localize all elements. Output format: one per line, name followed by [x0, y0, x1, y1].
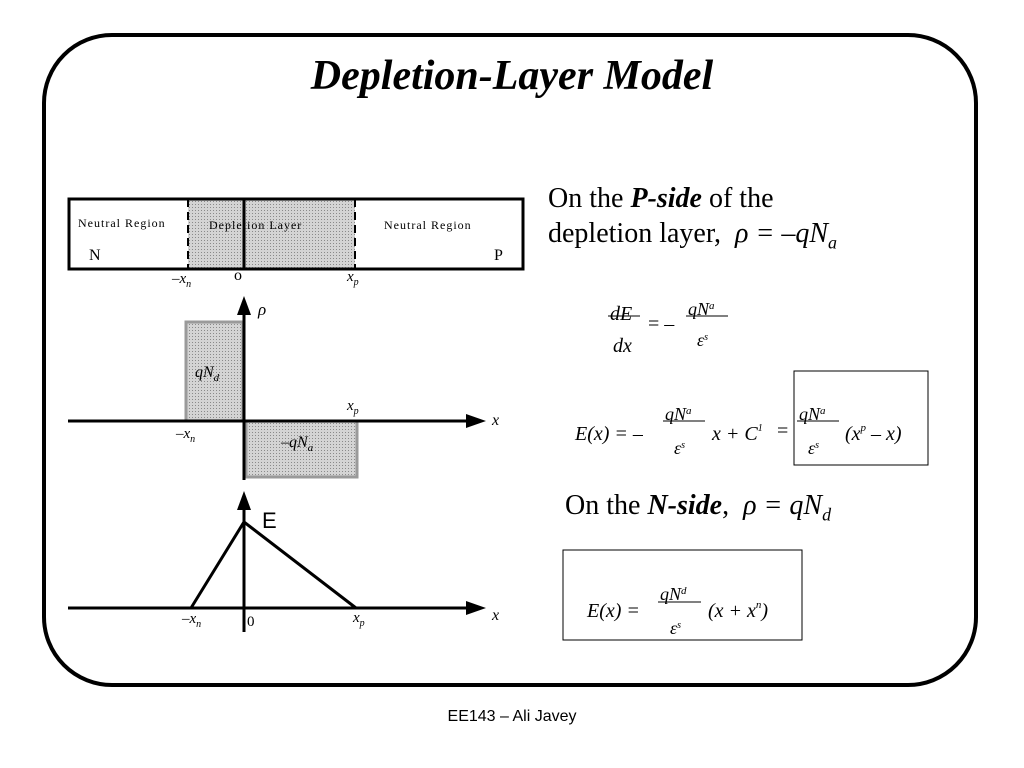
eq2-numerator: qNa [665, 404, 692, 424]
p-side-description: On the P-side of the depletion layer, ρ … [548, 183, 838, 253]
n-side-rho: ρ = qNd [743, 490, 832, 525]
field-zero: 0 [247, 614, 255, 630]
eq1-numerator: qNa [688, 299, 715, 319]
depletion-layer-shade [188, 199, 355, 269]
band-minus-xn: –xn [171, 271, 191, 290]
electric-field-plot: E x –xn 0 xp [68, 491, 499, 632]
rho-xp: xp [346, 398, 359, 417]
rho-minus-xn: –xn [175, 426, 195, 445]
eq2-box [793, 370, 929, 466]
eq2-equals: = [777, 420, 788, 442]
p-label: P [494, 247, 503, 264]
eq2-lhs: E(x) = – [574, 423, 644, 445]
eq2-denominator2: εs [808, 438, 819, 458]
eq3-numerator: qNd [660, 584, 687, 604]
eq3-box [562, 549, 803, 641]
qnd-label: qNd [195, 364, 220, 384]
field-profile [189, 519, 357, 610]
rho-x-arrow [466, 414, 486, 428]
equation-field-p-side: E(x) = – qNa εs x + C1 = qNa εs (xp – x) [574, 370, 929, 466]
slide-footer: EE143 – Ali Javey [447, 708, 577, 725]
n-side-emphasis: N-side [647, 490, 723, 521]
slide-frame [42, 33, 978, 687]
eq1-dx: dx [613, 335, 632, 357]
eq1-dE: dE [610, 303, 632, 325]
equation-field-n-side: E(x) = qNd εs (x + xn) [562, 549, 803, 641]
eq3-lhs: E(x) = [586, 600, 640, 622]
negative-charge-block [244, 419, 359, 479]
eq3-denominator: εs [670, 618, 681, 638]
band-xp: xp [346, 269, 359, 288]
field-x-label: x [491, 607, 499, 624]
rho-axis-label: ρ [257, 300, 266, 319]
eq1-equals: = – [648, 313, 675, 335]
eq2-numerator2: qNa [799, 404, 826, 424]
slide-title: Depletion-Layer Model [310, 53, 714, 99]
right-neutral-label: Neutral Region [384, 218, 472, 232]
band-origin: o [234, 267, 242, 284]
rho-x-label: x [491, 412, 499, 429]
rho-y-arrow [237, 296, 251, 315]
field-x-arrow [466, 601, 486, 615]
minus-qna-label: –qNa [280, 434, 314, 454]
field-axis-label: E [262, 508, 277, 533]
field-xp: xp [352, 610, 365, 629]
eq2-rhs: (xp – x) [845, 422, 902, 445]
n-label: N [89, 247, 101, 264]
left-neutral-label: Neutral Region [78, 216, 166, 230]
equation-field-gradient: dE dx = – qNa εs [608, 299, 728, 357]
field-minus-xn: –xn [181, 611, 201, 630]
p-side-rho: ρ = –qNa [735, 218, 838, 253]
eq1-denominator: εs [697, 330, 708, 350]
junction-band: Neutral Region Depletion Layer Neutral R… [67, 197, 525, 290]
eq3-rhs: (x + xn) [708, 599, 768, 622]
depletion-label: Depletion Layer [209, 218, 302, 232]
field-y-arrow [237, 491, 251, 510]
eq2-middle: x + C1 [711, 423, 763, 445]
charge-density-plot: ρ x qNd –qNa –xn xp [68, 296, 499, 480]
positive-charge-block [184, 320, 245, 423]
eq2-denominator: εs [674, 438, 685, 458]
n-side-description: On the N-side, ρ = qNd [565, 490, 832, 525]
p-side-emphasis: P-side [630, 183, 702, 214]
band-outline [67, 197, 525, 271]
